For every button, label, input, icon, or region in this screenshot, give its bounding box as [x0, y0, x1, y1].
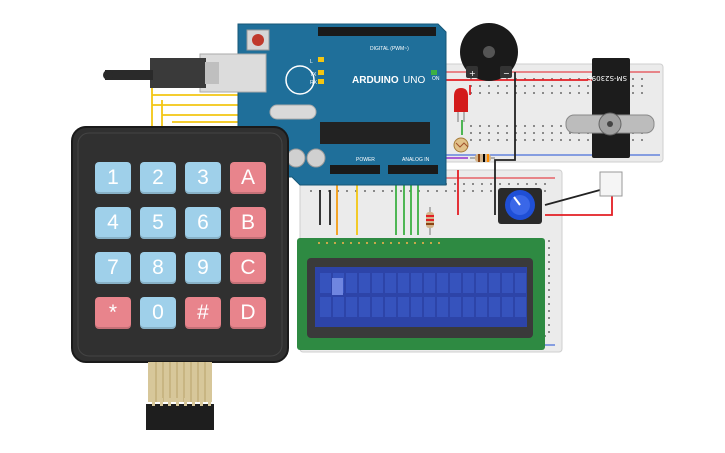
buzzer-plus-label: + — [469, 69, 476, 78]
servo-label: SM-S2309S — [587, 74, 627, 82]
keypad-key[interactable]: 2 — [140, 162, 176, 194]
keypad-key[interactable]: # — [185, 297, 221, 329]
tx-label: TX — [310, 72, 317, 78]
analog-header-label: ANALOG IN — [402, 157, 430, 163]
arduino-model-text: UNO — [403, 75, 425, 86]
keypad-key[interactable]: C — [230, 252, 266, 284]
keypad-key[interactable]: 5 — [140, 207, 176, 239]
resistor-photo — [470, 154, 495, 162]
resistor-lcd — [426, 207, 434, 235]
potentiometer — [498, 188, 542, 224]
servo-motor — [565, 58, 655, 197]
digital-header-label: DIGITAL (PWM~) — [370, 46, 409, 52]
wires-black — [319, 72, 601, 225]
rx-label: RX — [310, 80, 318, 86]
keypad-key[interactable]: 6 — [185, 207, 221, 239]
on-led-label: ON — [432, 76, 440, 82]
keypad-key[interactable]: 1 — [95, 162, 131, 194]
lcd-cursor-block — [332, 278, 343, 295]
keypad-key[interactable]: 9 — [185, 252, 221, 284]
keypad-key[interactable]: B — [230, 207, 266, 239]
piezo-buzzer — [460, 23, 518, 81]
lcd-16x2 — [297, 238, 545, 350]
l-led-label: L — [310, 59, 313, 65]
arduino-brand-text: ARDUINO — [352, 75, 399, 86]
photoresistor — [453, 137, 469, 153]
red-led — [454, 88, 468, 122]
keypad-key[interactable]: 0 — [140, 297, 176, 329]
buzzer-minus-label: − — [503, 69, 510, 78]
keypad-key[interactable]: * — [95, 297, 131, 329]
keypad-key[interactable]: 8 — [140, 252, 176, 284]
power-header-label: POWER — [356, 157, 375, 163]
keypad-key[interactable]: 4 — [95, 207, 131, 239]
keypad-key[interactable]: 3 — [185, 162, 221, 194]
keypad-key[interactable]: 7 — [95, 252, 131, 284]
keypad-key[interactable]: A — [230, 162, 266, 194]
keypad-key[interactable]: D — [230, 297, 266, 329]
usb-cable — [103, 58, 219, 88]
